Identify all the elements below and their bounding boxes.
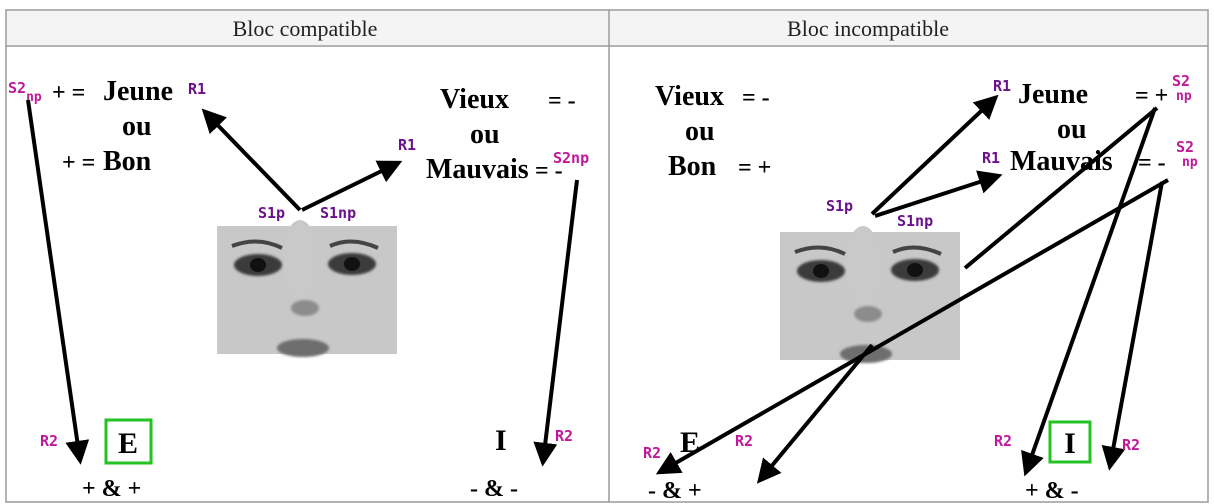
r2-label-left-b: R2 bbox=[555, 427, 573, 445]
word-ou-right-a: ou bbox=[685, 116, 715, 147]
arrow-s2np-b-to-r2-left bbox=[655, 178, 1169, 475]
r2-label-right-b: R2 bbox=[735, 432, 753, 450]
s2np-label-left: S2np bbox=[8, 79, 42, 105]
s1np-label-left: S1np bbox=[320, 204, 356, 222]
plus-equals-1: + = bbox=[52, 80, 85, 106]
selected-key-box-left bbox=[104, 418, 153, 465]
arrow-s2np-a-to-r2-right bbox=[1021, 107, 1157, 477]
header-cell-right bbox=[610, 11, 1207, 45]
s1p-label-left: S1p bbox=[258, 204, 285, 222]
arrow-s2np-a-to-r2-mid bbox=[756, 343, 874, 484]
word-mauvais-left: Mauvais bbox=[426, 154, 529, 185]
mauvais-sign-left: = - bbox=[535, 158, 563, 184]
r1-label-right-a: R1 bbox=[993, 77, 1011, 95]
header-cell-left bbox=[7, 11, 608, 45]
combo-right-left: - & + bbox=[648, 478, 702, 504]
word-jeune-left: Jeune bbox=[103, 76, 173, 107]
word-jeune-right: Jeune bbox=[1018, 79, 1088, 110]
plus-equals-2: + = bbox=[62, 150, 95, 176]
arrow-s1p-to-r1-left bbox=[201, 108, 302, 212]
arrow-s1np-to-r1-left bbox=[301, 160, 403, 212]
key-letter-i-right: I bbox=[1064, 427, 1076, 460]
word-bon-left: Bon bbox=[103, 146, 152, 177]
word-ou-right-b: ou bbox=[1057, 114, 1087, 145]
header-compatible: Bloc compatible bbox=[233, 16, 378, 41]
arrow-s2np-to-r2-left bbox=[26, 99, 90, 465]
combo-left: + & + bbox=[82, 476, 141, 502]
arrow-s2np-a-segment bbox=[963, 106, 1159, 270]
arrow-s2np-b-to-r2-far-right bbox=[1101, 181, 1164, 471]
word-vieux-left: Vieux bbox=[440, 84, 509, 115]
header-incompatible: Bloc incompatible bbox=[787, 16, 949, 41]
s1p-label-right: S1p bbox=[826, 197, 853, 215]
vieux-sign-left: = - bbox=[548, 88, 576, 114]
combo-right: - & - bbox=[470, 476, 518, 502]
mauvais-sign-right: = - bbox=[1138, 150, 1166, 176]
bon-sign-right: = + bbox=[738, 155, 771, 181]
face-photo-right bbox=[780, 226, 960, 363]
selected-key-box-right bbox=[1048, 420, 1092, 464]
word-bon-right: Bon bbox=[668, 151, 717, 182]
arrow-s1np-to-r1-right bbox=[874, 170, 1003, 218]
s2np-label-left-right: S2np bbox=[553, 149, 589, 167]
word-mauvais-right: Mauvais bbox=[1010, 146, 1113, 177]
key-letter-e-left: E bbox=[118, 427, 138, 460]
vieux-sign-right: = - bbox=[742, 85, 770, 111]
r2-label-right-c: R2 bbox=[994, 432, 1012, 450]
left-panel: S2np + = Jeune R1 ou + = Bon Vieux = - o… bbox=[8, 76, 589, 502]
word-ou-left-b: ou bbox=[470, 119, 500, 150]
face-photo-left bbox=[217, 220, 397, 357]
r2-label-right-d: R2 bbox=[1122, 436, 1140, 454]
word-vieux-right: Vieux bbox=[655, 81, 724, 112]
table-frame bbox=[5, 9, 1209, 503]
jeune-sign-right: = + bbox=[1135, 83, 1168, 109]
r2-label-left-a: R2 bbox=[40, 432, 58, 450]
key-letter-e-right: E bbox=[680, 426, 700, 459]
r1-label-right-b: R1 bbox=[982, 149, 1000, 167]
key-letter-i-left: I bbox=[495, 424, 507, 457]
s1np-label-right: S1np bbox=[897, 212, 933, 230]
r1-label-left-a: R1 bbox=[188, 80, 206, 98]
combo-right-right: + & - bbox=[1025, 478, 1079, 504]
arrow-s2np-to-r2-right bbox=[533, 179, 579, 467]
arrow-s1p-to-r1-right bbox=[870, 94, 999, 216]
r2-label-right-a: R2 bbox=[643, 444, 661, 462]
word-ou-left-a: ou bbox=[122, 111, 152, 142]
r1-label-left-b: R1 bbox=[398, 136, 416, 154]
